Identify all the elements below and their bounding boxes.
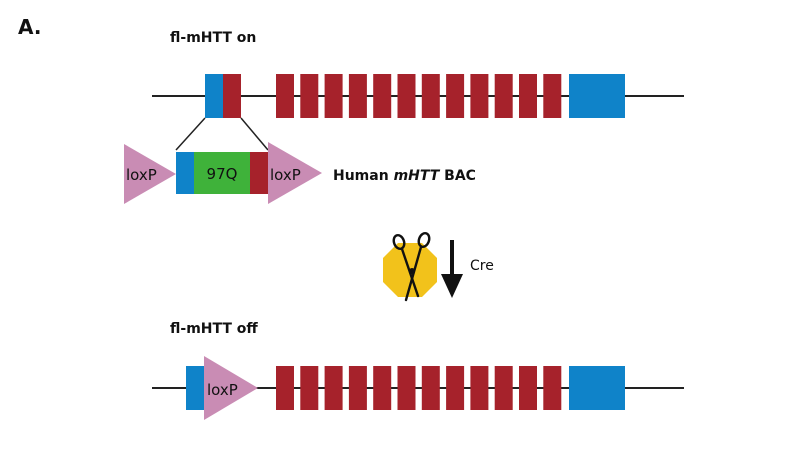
bottom-heading: fl-mHTT off — [170, 321, 258, 337]
bottom-loxp-triangle — [204, 356, 258, 420]
bottom-exon-1 — [276, 366, 294, 410]
top-exon-12 — [543, 74, 562, 118]
cre-label: Cre — [470, 258, 494, 274]
bottom-exon-10 — [494, 366, 513, 410]
bottom-exon-12 — [543, 366, 562, 410]
top-exon-9 — [470, 74, 489, 118]
top-exon-group — [276, 74, 562, 118]
zoom-line-right — [240, 117, 269, 151]
cre-recombination: Cre — [383, 232, 494, 302]
bottom-exon-6 — [397, 366, 416, 410]
bottom-loxp-label: loxP — [207, 381, 238, 399]
bac-insert: loxP 97Q loxP — [124, 142, 322, 204]
zoom-line-left — [175, 117, 206, 151]
bottom-gene-track: loxP — [152, 356, 684, 420]
bottom-exon-9 — [470, 366, 489, 410]
bottom-exon-3 — [324, 366, 343, 410]
top-first-exon — [223, 74, 241, 118]
panel-label: A. — [18, 15, 41, 39]
top-exon-11 — [519, 74, 537, 118]
top-exon-10 — [494, 74, 513, 118]
bottom-exon-8 — [446, 366, 465, 410]
bottom-exon-7 — [421, 366, 440, 410]
top-exon-4 — [348, 74, 367, 118]
top-end-utr — [569, 74, 625, 118]
bottom-exon-5 — [373, 366, 392, 410]
left-loxp-label: loxP — [126, 166, 157, 184]
top-exon-5 — [373, 74, 392, 118]
left-loxp-triangle — [124, 144, 176, 204]
bac-label: Human mHTT BAC — [333, 168, 476, 184]
insert-red-block — [250, 152, 268, 194]
polyq-label: 97Q — [207, 165, 238, 183]
top-exon-6 — [397, 74, 416, 118]
top-exon-8 — [446, 74, 465, 118]
bottom-exon-4 — [348, 366, 367, 410]
insert-blue-block — [176, 152, 194, 194]
right-loxp-triangle — [268, 142, 322, 204]
bottom-exon-group — [276, 366, 562, 410]
top-exon-7 — [421, 74, 440, 118]
scissors-icon — [392, 232, 431, 302]
polyq-block — [194, 152, 250, 194]
bottom-end-utr — [569, 366, 625, 410]
top-exon-2 — [300, 74, 319, 118]
top-exon-3 — [324, 74, 343, 118]
cre-arrow-head — [441, 274, 463, 298]
top-utr-blue — [205, 74, 223, 118]
bottom-utr-blue — [186, 366, 204, 410]
top-heading: fl-mHTT on — [170, 30, 256, 46]
top-exon-1 — [276, 74, 294, 118]
bottom-exon-11 — [519, 366, 537, 410]
bottom-exon-2 — [300, 366, 319, 410]
top-gene-track — [152, 74, 684, 118]
right-loxp-label: loxP — [270, 166, 301, 184]
